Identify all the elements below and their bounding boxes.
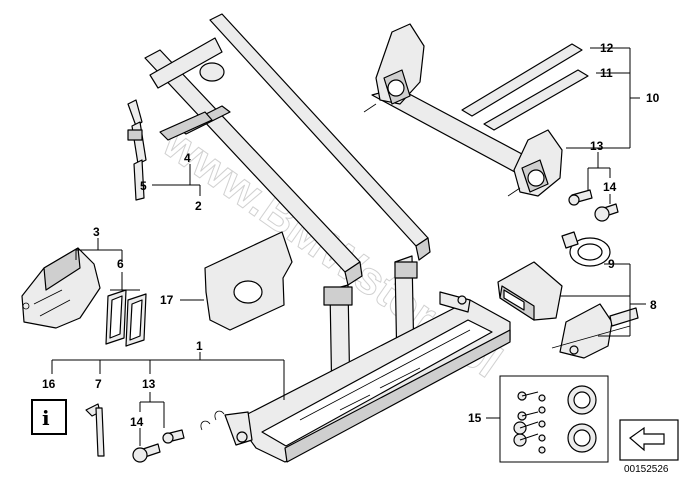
- arrow-box-icon: [629, 426, 665, 452]
- callout-14-bottom: 14: [130, 415, 144, 429]
- callout-7: 7: [95, 377, 102, 391]
- bolt-key-bottom: [132, 429, 185, 463]
- callout-3: 3: [93, 225, 100, 239]
- callout-1: 1: [196, 339, 203, 353]
- info-icon: i: [42, 406, 50, 430]
- pads: [105, 289, 147, 347]
- reference-box: 00152526: [619, 419, 679, 475]
- callout-17: 17: [160, 293, 174, 307]
- callout-10: 10: [646, 91, 660, 105]
- callout-4: 4: [184, 151, 191, 165]
- lock-kit-box: [499, 375, 609, 463]
- callout-16: 16: [42, 377, 56, 391]
- side-cover: [21, 247, 101, 329]
- callout-11: 11: [600, 66, 613, 80]
- callout-13-bottom: 13: [142, 377, 156, 391]
- callout-13-top: 13: [590, 139, 604, 153]
- callout-15: 15: [468, 411, 482, 425]
- callout-8: 8: [650, 298, 657, 312]
- rack-frame: [144, 13, 511, 463]
- hex-key: [85, 403, 105, 457]
- callout-9: 9: [608, 257, 615, 271]
- bolt-key-top: [568, 189, 619, 222]
- wheel-holder-assembly: [363, 23, 589, 197]
- reference-number: 00152526: [624, 464, 669, 475]
- info-box: i: [31, 399, 67, 435]
- callout-5: 5: [140, 179, 147, 193]
- clamp-block: [497, 261, 563, 321]
- callout-2: 2: [195, 199, 202, 213]
- leader-lines: [51, 47, 646, 446]
- mount-plate: [204, 231, 293, 331]
- strap-ring: [561, 231, 611, 267]
- callout-12: 12: [600, 41, 614, 55]
- callout-6: 6: [117, 257, 124, 271]
- clamp-bracket: [551, 303, 639, 359]
- strap-holder: [127, 99, 147, 201]
- callout-14-top: 14: [603, 180, 617, 194]
